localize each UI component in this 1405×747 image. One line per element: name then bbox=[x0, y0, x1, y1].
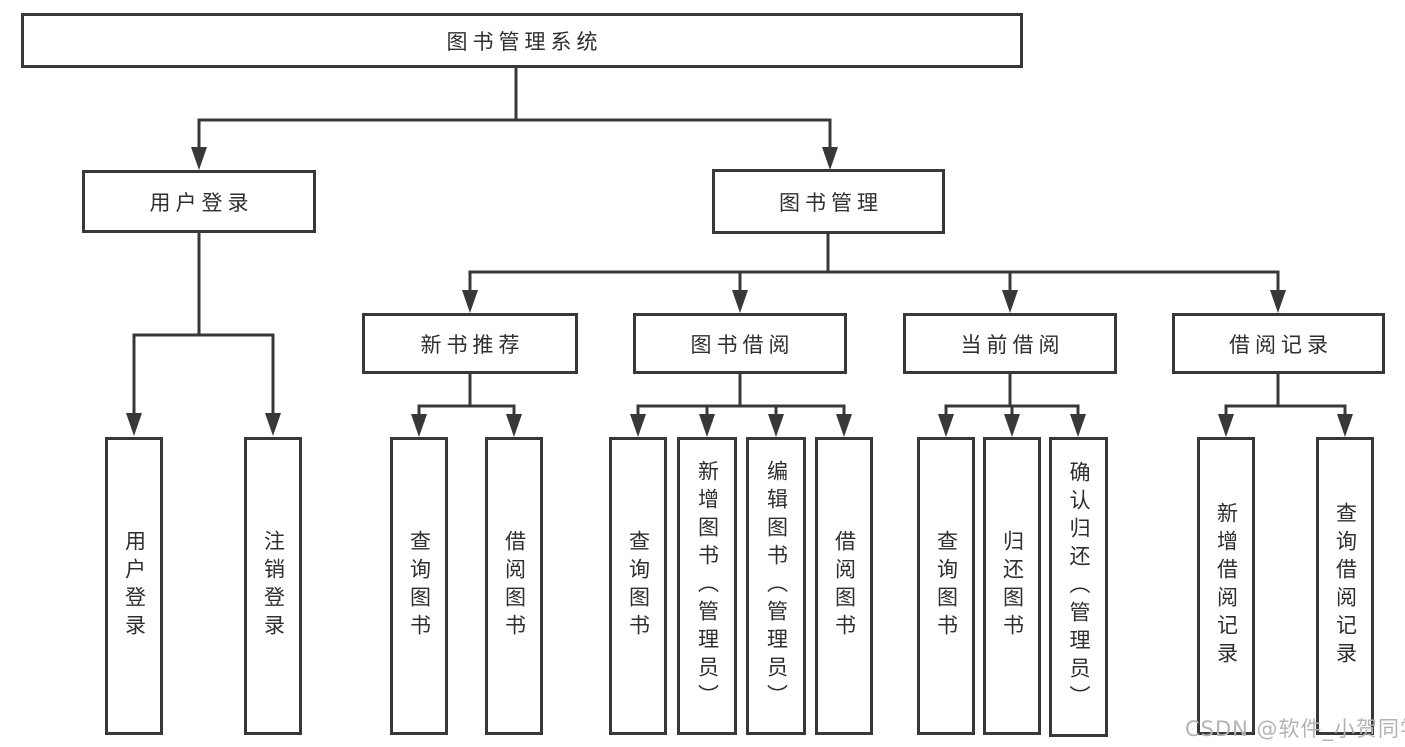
leaf-current-query-books: 查询图书 bbox=[917, 437, 975, 735]
csdn-watermark: CSDN @软件_小贺同学 bbox=[1185, 717, 1405, 741]
node-root-system: 图书管理系统 bbox=[21, 13, 1023, 68]
leaf-newbook-borrow-books: 借阅图书 bbox=[485, 437, 543, 735]
node-borrow-record: 借阅记录 bbox=[1172, 313, 1385, 374]
connector-lines bbox=[132, 68, 1347, 415]
leaf-borrow-books: 借阅图书 bbox=[815, 437, 873, 735]
node-book-management: 图书管理 bbox=[712, 169, 945, 234]
leaf-logout: 注销登录 bbox=[244, 437, 302, 735]
leaf-newbook-query-books: 查询图书 bbox=[390, 437, 448, 735]
leaf-edit-books-admin: 编辑图书（管理员） bbox=[746, 437, 806, 735]
leaf-query-borrow-record: 查询借阅记录 bbox=[1316, 437, 1374, 735]
connector-arrowheads bbox=[126, 147, 1353, 437]
node-new-book-recommend: 新书推荐 bbox=[362, 313, 578, 374]
node-user-login: 用户登录 bbox=[82, 170, 316, 233]
leaf-add-borrow-record: 新增借阅记录 bbox=[1197, 437, 1255, 735]
leaf-return-books: 归还图书 bbox=[983, 437, 1041, 735]
node-book-borrow: 图书借阅 bbox=[633, 313, 847, 374]
leaf-add-books-admin: 新增图书（管理员） bbox=[677, 437, 737, 735]
leaf-borrow-query-books: 查询图书 bbox=[609, 437, 667, 735]
leaf-user-login: 用户登录 bbox=[105, 437, 163, 735]
leaf-confirm-return-admin: 确认归还（管理员） bbox=[1049, 437, 1108, 737]
node-current-borrow: 当前借阅 bbox=[903, 313, 1117, 374]
